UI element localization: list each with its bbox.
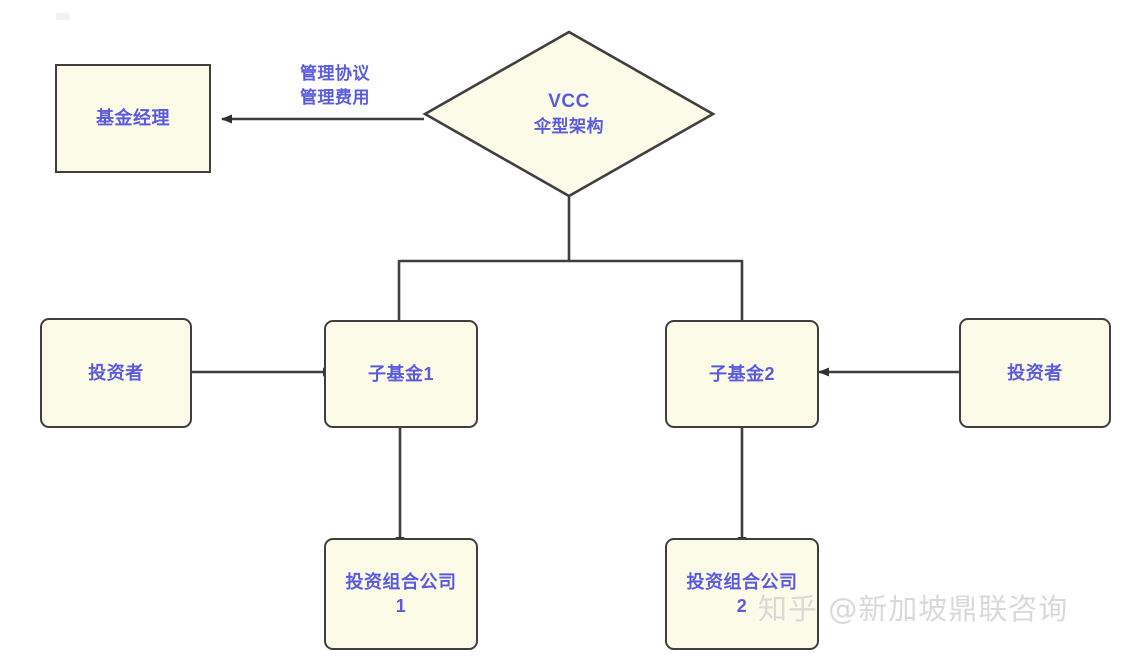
image-artifact-speck xyxy=(56,13,70,20)
node-portfolio-company-1-label: 投资组合公司1 xyxy=(345,571,457,616)
node-investor-right-label: 投资者 xyxy=(1007,362,1063,383)
watermark-text: 知乎 @新加坡鼎联咨询 xyxy=(758,592,1069,626)
node-investor-left[interactable]: 投资者 xyxy=(40,318,192,428)
edge-vcc-branch-stem xyxy=(399,197,742,263)
node-subfund-1[interactable]: 子基金1 xyxy=(324,320,478,428)
edge-label-management-text: 管理协议 管理费用 xyxy=(300,63,370,108)
node-portfolio-company-1[interactable]: 投资组合公司1 xyxy=(324,538,478,650)
edge-label-management: 管理协议 管理费用 xyxy=(275,37,395,111)
node-fund-manager-label: 基金经理 xyxy=(96,108,170,129)
node-vcc-umbrella[interactable]: VCC 伞型架构 xyxy=(422,29,716,199)
node-subfund-2[interactable]: 子基金2 xyxy=(665,320,819,428)
node-subfund-2-label: 子基金2 xyxy=(708,363,775,384)
node-investor-left-label: 投资者 xyxy=(88,362,144,383)
node-fund-manager[interactable]: 基金经理 xyxy=(55,64,211,173)
diamond-shape xyxy=(422,30,716,198)
node-investor-right[interactable]: 投资者 xyxy=(959,318,1111,428)
watermark: 知乎 @新加坡鼎联咨询 xyxy=(758,586,1068,628)
node-subfund-1-label: 子基金1 xyxy=(367,363,434,384)
